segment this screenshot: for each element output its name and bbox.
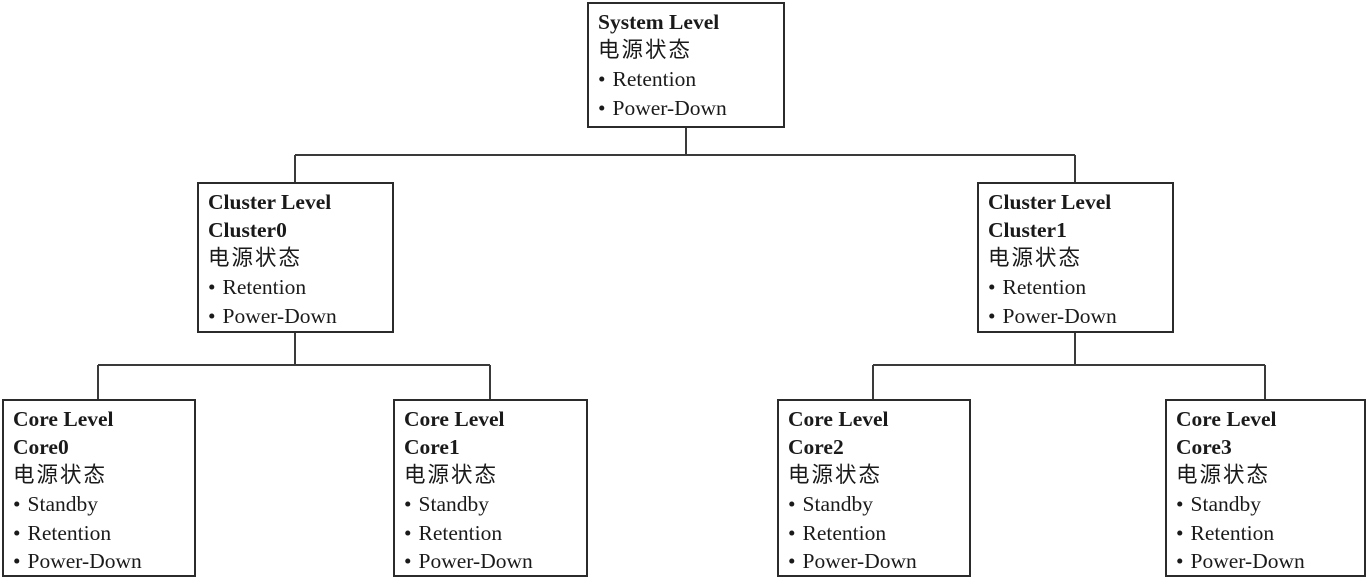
node-title: Cluster Level xyxy=(988,190,1112,214)
bullet: • xyxy=(208,303,216,328)
state-label: Power-Down xyxy=(1002,303,1117,328)
state-item: •Standby xyxy=(1176,490,1356,519)
state-item: •Retention xyxy=(208,273,384,302)
node-title: Core Level xyxy=(788,407,889,431)
node-cluster1: Cluster Level Cluster1 电源状态 •Retention •… xyxy=(977,182,1174,333)
state-item: •Power-Down xyxy=(598,94,775,123)
state-item: •Retention xyxy=(404,519,578,548)
bullet: • xyxy=(788,492,796,516)
node-title: Cluster Level xyxy=(208,190,332,214)
state-label: Retention xyxy=(418,520,503,545)
state-list: •Standby •Retention •Power-Down xyxy=(404,490,578,576)
state-label: Retention xyxy=(222,275,307,299)
node-title: Core Level xyxy=(404,407,505,431)
bullet: • xyxy=(988,275,996,299)
state-list: •Standby •Retention •Power-Down xyxy=(1176,490,1356,576)
bullet: • xyxy=(13,549,21,573)
state-item: •Power-Down xyxy=(788,547,961,576)
bullet: • xyxy=(13,520,21,545)
state-label: Retention xyxy=(27,520,112,545)
state-list: •Retention •Power-Down xyxy=(598,65,775,122)
power-state-label: 电源状态 xyxy=(988,246,1083,270)
node-core1: Core Level Core1 电源状态 •Standby •Retentio… xyxy=(393,399,588,577)
bullet: • xyxy=(988,303,996,328)
connector-cluster1-to-cores xyxy=(872,333,1266,399)
state-label: Retention xyxy=(802,520,887,545)
state-item: •Retention xyxy=(13,519,186,548)
state-item: •Power-Down xyxy=(404,547,578,576)
bullet: • xyxy=(598,95,606,120)
state-item: •Retention xyxy=(988,273,1164,302)
state-item: •Retention xyxy=(598,65,775,94)
node-core3: Core Level Core3 电源状态 •Standby •Retentio… xyxy=(1165,399,1366,577)
node-core0: Core Level Core0 电源状态 •Standby •Retentio… xyxy=(2,399,196,577)
state-item: •Power-Down xyxy=(988,302,1164,331)
state-item: •Power-Down xyxy=(1176,547,1356,576)
power-state-label: 电源状态 xyxy=(208,246,303,270)
bullet: • xyxy=(404,492,412,516)
state-item: •Standby xyxy=(13,490,186,519)
node-title: Core Level xyxy=(1176,407,1277,431)
state-list: •Retention •Power-Down xyxy=(208,273,384,330)
state-item: •Retention xyxy=(788,519,961,548)
state-label: Standby xyxy=(418,492,490,516)
state-label: Power-Down xyxy=(802,549,917,573)
power-state-label: 电源状态 xyxy=(13,463,108,487)
node-instance-name: Cluster0 xyxy=(208,218,287,242)
state-label: Standby xyxy=(802,492,874,516)
power-state-label: 电源状态 xyxy=(404,463,499,487)
node-system-level: System Level 电源状态 •Retention •Power-Down xyxy=(587,2,785,128)
state-label: Power-Down xyxy=(418,549,533,573)
bullet: • xyxy=(404,520,412,545)
node-instance-name: Cluster1 xyxy=(988,218,1067,242)
bullet: • xyxy=(404,549,412,573)
bullet: • xyxy=(1176,549,1184,573)
state-item: •Standby xyxy=(404,490,578,519)
state-label: Power-Down xyxy=(612,95,727,120)
state-label: Retention xyxy=(1190,520,1275,545)
power-state-label: 电源状态 xyxy=(598,38,693,62)
bullet: • xyxy=(1176,492,1184,516)
node-core2: Core Level Core2 电源状态 •Standby •Retentio… xyxy=(777,399,971,577)
node-title: Core Level xyxy=(13,407,114,431)
state-label: Retention xyxy=(1002,275,1087,299)
connector-system-to-clusters xyxy=(294,128,1076,182)
node-instance-name: Core0 xyxy=(13,435,69,459)
bullet: • xyxy=(788,549,796,573)
state-item: •Power-Down xyxy=(208,302,384,331)
state-label: Retention xyxy=(612,67,697,91)
state-item: •Power-Down xyxy=(13,547,186,576)
state-item: •Standby xyxy=(788,490,961,519)
state-list: •Standby •Retention •Power-Down xyxy=(788,490,961,576)
connector-cluster0-to-cores xyxy=(97,333,491,399)
bullet: • xyxy=(13,492,21,516)
state-label: Power-Down xyxy=(1190,549,1305,573)
node-title: System Level xyxy=(598,10,720,34)
bullet: • xyxy=(208,275,216,299)
state-label: Power-Down xyxy=(27,549,142,573)
node-instance-name: Core2 xyxy=(788,435,844,459)
bullet: • xyxy=(598,67,606,91)
state-item: •Retention xyxy=(1176,519,1356,548)
power-state-label: 电源状态 xyxy=(788,463,883,487)
state-list: •Standby •Retention •Power-Down xyxy=(13,490,186,576)
state-label: Standby xyxy=(27,492,99,516)
state-list: •Retention •Power-Down xyxy=(988,273,1164,330)
node-instance-name: Core1 xyxy=(404,435,460,459)
state-label: Standby xyxy=(1190,492,1262,516)
power-state-label: 电源状态 xyxy=(1176,463,1271,487)
node-cluster0: Cluster Level Cluster0 电源状态 •Retention •… xyxy=(197,182,394,333)
bullet: • xyxy=(1176,520,1184,545)
bullet: • xyxy=(788,520,796,545)
node-instance-name: Core3 xyxy=(1176,435,1232,459)
state-label: Power-Down xyxy=(222,303,337,328)
